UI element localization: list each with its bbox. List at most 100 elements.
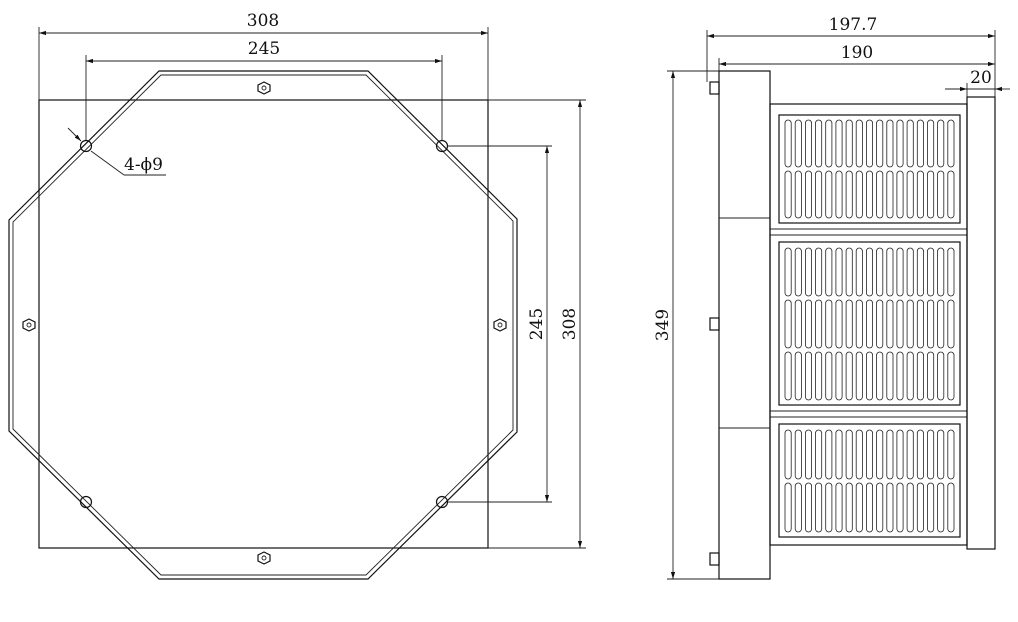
fin-slot: [794, 299, 802, 349]
fin-slot: [947, 351, 955, 401]
fin-slot: [937, 119, 945, 168]
grill-top: [778, 114, 961, 224]
fin-slot: [784, 482, 792, 533]
fin-slot: [906, 119, 914, 168]
fin-slot: [805, 247, 813, 297]
fin-slot: [866, 119, 874, 168]
fin-slot: [916, 119, 924, 168]
fin-slot: [845, 429, 853, 480]
fin-slot: [876, 351, 884, 401]
fin-slot: [896, 170, 904, 219]
dim-hole-spacing-width: 245: [248, 39, 280, 59]
fin-slot: [906, 299, 914, 349]
octagon-body: [8, 70, 518, 580]
mount-hole-bottom-left: [79, 495, 93, 509]
fin-slot: [916, 299, 924, 349]
fin-slot: [947, 299, 955, 349]
grill-bottom: [778, 423, 961, 538]
fin-slot: [927, 482, 935, 533]
hex-nut-bottom: [257, 551, 271, 565]
fin-slot: [896, 429, 904, 480]
fin-slot: [855, 351, 863, 401]
fin-slot: [784, 119, 792, 168]
fin-slot: [855, 247, 863, 297]
fin-slot: [784, 299, 792, 349]
side-view: 197.7 190 20 349: [653, 15, 1010, 580]
fin-slot: [794, 170, 802, 219]
fin-slot: [906, 170, 914, 219]
bolt-head-bottom: [709, 552, 720, 566]
fin-slot: [886, 119, 894, 168]
fin-slot: [937, 429, 945, 480]
fin-slot: [866, 351, 874, 401]
fin-slot: [866, 170, 874, 219]
fin-slot: [815, 482, 823, 533]
fin-slot: [886, 247, 894, 297]
dim-cap-thickness: 20: [970, 68, 992, 88]
fin-slot: [845, 299, 853, 349]
fin-slot: [947, 429, 955, 480]
fin-slot: [825, 429, 833, 480]
fin-slot: [947, 170, 955, 219]
end-cap: [966, 96, 996, 550]
fin-slot: [784, 170, 792, 219]
dim-height: 349: [653, 309, 673, 341]
fin-slot: [876, 170, 884, 219]
fin-slot: [906, 351, 914, 401]
fin-slot: [815, 299, 823, 349]
fin-slot: [805, 170, 813, 219]
fin-slot: [947, 119, 955, 168]
fin-slot: [855, 119, 863, 168]
fin-slot: [886, 482, 894, 533]
fin-slot: [916, 247, 924, 297]
fin-slot: [866, 482, 874, 533]
fin-slot: [845, 482, 853, 533]
dim-depth-total: 197.7: [829, 15, 878, 35]
fin-slot: [876, 247, 884, 297]
fin-slot: [916, 351, 924, 401]
fin-slot: [937, 351, 945, 401]
fin-slot: [845, 247, 853, 297]
fin-slot: [886, 170, 894, 219]
hex-nut-right: [493, 318, 507, 332]
fin-slot: [845, 119, 853, 168]
hex-nut-top: [257, 81, 271, 95]
fin-slot: [906, 429, 914, 480]
fin-slot: [835, 247, 843, 297]
fin-slot: [845, 170, 853, 219]
dim-overall-height: 308: [560, 308, 580, 340]
fin-slot: [794, 351, 802, 401]
fin-slot: [876, 299, 884, 349]
fin-slot: [937, 299, 945, 349]
fin-slot: [784, 247, 792, 297]
bolt-head-middle: [709, 317, 720, 331]
fin-slot: [866, 429, 874, 480]
fin-slot: [866, 247, 874, 297]
fin-slot: [927, 119, 935, 168]
fin-slot: [825, 247, 833, 297]
fin-slot: [947, 247, 955, 297]
fin-slot: [815, 429, 823, 480]
fin-slot: [855, 482, 863, 533]
fin-slot: [886, 429, 894, 480]
fin-slot: [825, 351, 833, 401]
grill-middle: [778, 241, 961, 406]
fin-slot: [794, 119, 802, 168]
fin-slot: [835, 351, 843, 401]
fin-slot: [896, 119, 904, 168]
fin-slot: [835, 119, 843, 168]
fin-slot: [947, 482, 955, 533]
mount-hole-top-left: [79, 139, 93, 153]
dim-overall-width: 308: [247, 11, 279, 31]
fin-slot: [825, 482, 833, 533]
fin-slot: [794, 482, 802, 533]
fin-slot: [805, 299, 813, 349]
fin-slot: [876, 119, 884, 168]
fin-slot: [937, 482, 945, 533]
front-view: 308 245 4-ϕ9 245 308: [8, 11, 586, 580]
mount-hole-top-right: [435, 139, 449, 153]
fin-slot: [927, 247, 935, 297]
fin-slot: [784, 429, 792, 480]
fin-slot: [835, 429, 843, 480]
